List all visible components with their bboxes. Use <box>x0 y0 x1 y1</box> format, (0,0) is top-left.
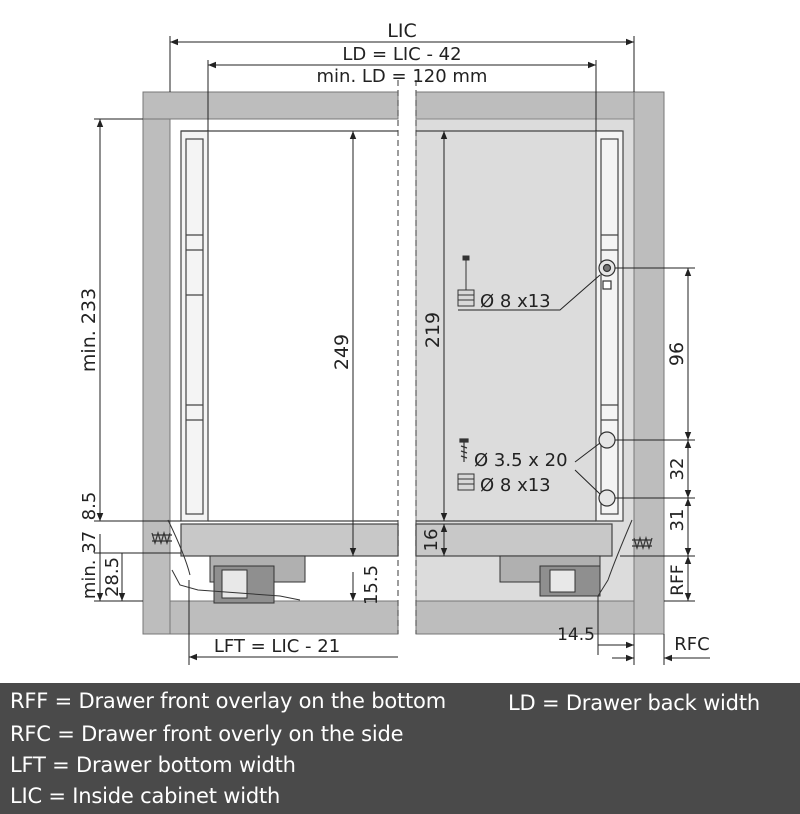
dim-28-5: 28.5 <box>102 557 123 597</box>
dim-rff: RFF <box>668 564 688 595</box>
screw-icon <box>459 438 469 462</box>
dim-lft: LFT = LIC - 21 <box>214 636 340 657</box>
technical-drawing: LIC LD = LIC - 42 min. LD = 120 mm min. … <box>78 20 710 665</box>
dim-min-233: min. 233 <box>78 288 100 372</box>
legend-rfc: RFC = Drawer front overly on the side <box>10 722 404 746</box>
fixing-point-middle <box>598 431 616 449</box>
left-slide-runner <box>167 519 306 604</box>
label-dowel-bottom: Ø 8 x13 <box>480 475 551 496</box>
dim-96: 96 <box>666 342 688 366</box>
dim-rfc: RFC <box>674 634 709 655</box>
dim-32: 32 <box>667 458 688 481</box>
label-dowel-top: Ø 8 x13 <box>480 291 551 312</box>
dim-lic: LIC <box>387 20 416 42</box>
dim-8-5: 8.5 <box>79 492 100 521</box>
left-cabinet-panel <box>142 91 399 635</box>
left-drawer-side-profile <box>180 130 399 557</box>
right-slide-runner <box>499 519 633 597</box>
legend-ld: LD = Drawer back width <box>508 691 760 715</box>
legend-lic: LIC = Inside cabinet width <box>10 784 281 808</box>
dimension-lines <box>94 36 710 665</box>
dim-219: 219 <box>422 312 444 348</box>
hardware-leader-lines <box>458 267 695 499</box>
dim-249: 249 <box>331 334 353 370</box>
dim-14-5: 14.5 <box>557 625 595 645</box>
right-spring-icon <box>632 535 653 551</box>
fixing-point-bottom <box>598 489 616 507</box>
right-drawer-side-profile <box>415 130 624 557</box>
dim-15-5: 15.5 <box>361 565 382 605</box>
dim-min-ld: min. LD = 120 mm <box>317 66 488 87</box>
label-screw: Ø 3.5 x 20 <box>474 450 568 471</box>
dim-min-37: min. 37 <box>79 531 100 599</box>
legend-rff: RFF = Drawer front overlay on the bottom <box>10 689 446 713</box>
left-spring-icon <box>151 530 172 546</box>
legend-lft: LFT = Drawer bottom width <box>10 753 296 777</box>
legend-panel: RFF = Drawer front overlay on the bottom… <box>0 683 800 814</box>
dowel-bottom-icon <box>457 473 475 491</box>
dim-16: 16 <box>421 529 442 552</box>
dowel-top-icon <box>457 255 475 307</box>
dim-ld: LD = LIC - 42 <box>342 44 461 65</box>
dim-31: 31 <box>667 509 688 532</box>
